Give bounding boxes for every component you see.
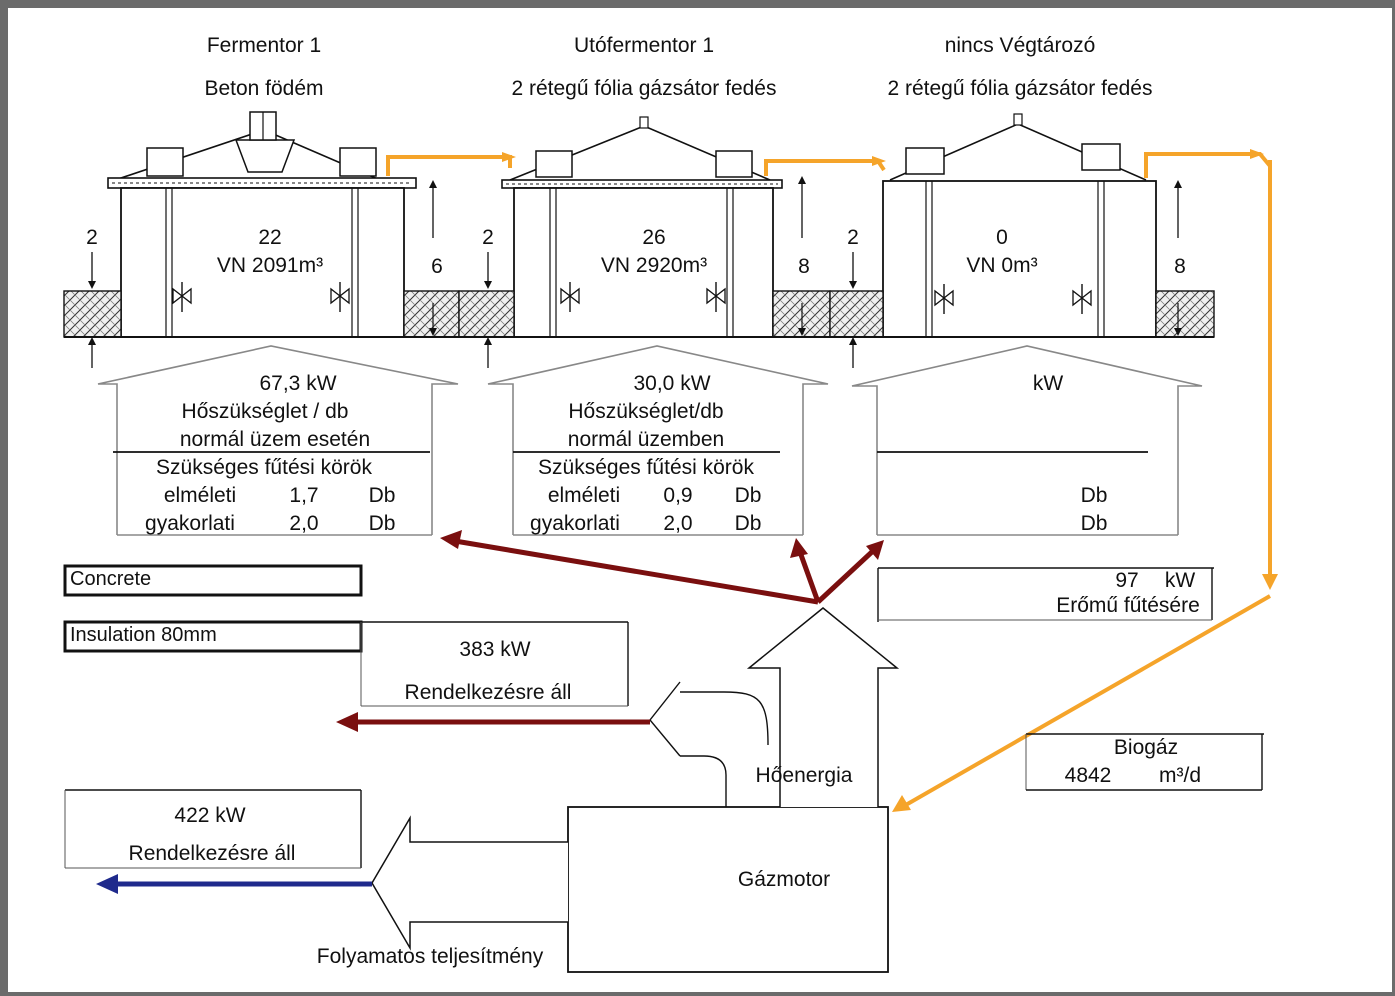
tank-cover: Beton födém bbox=[204, 77, 323, 100]
unit: Db bbox=[1081, 484, 1108, 507]
theoretical-label: elméleti bbox=[164, 484, 236, 507]
heat-line2: normál üzemben bbox=[568, 428, 724, 451]
theoretical-value: 1,7 bbox=[289, 484, 318, 507]
heat-line2: normál üzem esetén bbox=[180, 428, 370, 451]
heat-demand-box-3: kW Db Db bbox=[851, 345, 1203, 536]
heat-demand-box-1: 67,3 kW Hőszükséglet / db normál üzem es… bbox=[97, 345, 459, 536]
gas-engine-box: Gázmotor bbox=[567, 806, 889, 973]
available-heat-value: 383 kW bbox=[459, 638, 530, 661]
legend-insulation-swatch bbox=[63, 620, 363, 653]
gas-flow-arrows bbox=[386, 149, 1278, 812]
electric-output-arrow bbox=[371, 815, 568, 951]
mixer-icon bbox=[934, 284, 954, 314]
available-power-value: 422 kW bbox=[174, 804, 245, 827]
unit: Db bbox=[1081, 512, 1108, 535]
tank-number: 22 bbox=[258, 226, 281, 249]
tank-cover: 2 rétegű fólia gázsátor fedés bbox=[887, 77, 1152, 100]
insulation-block bbox=[829, 290, 884, 338]
foil-roof bbox=[501, 116, 783, 189]
tank-wall bbox=[513, 187, 774, 338]
unit: Db bbox=[735, 512, 762, 535]
right-value: 6 bbox=[431, 255, 443, 278]
mixer-icon bbox=[172, 282, 192, 312]
tank-name: Fermentor 1 bbox=[207, 34, 321, 57]
mixer-icon bbox=[330, 282, 350, 312]
mixer-icon bbox=[560, 282, 580, 312]
tank-utofermentor-1: Utófermentor 1 2 rétegű fólia gázsátor f… bbox=[458, 34, 831, 368]
available-power-label: Rendelkezésre áll bbox=[129, 842, 296, 865]
heat-available-arrows bbox=[649, 681, 769, 807]
plant-heating-box: 97 kW Erőmű fűtésére bbox=[877, 567, 1214, 622]
heat-energy-arrow bbox=[746, 607, 900, 807]
heat-energy-label: Hőenergia bbox=[756, 764, 853, 787]
practical-value: 2,0 bbox=[663, 512, 692, 535]
tank-volume: VN 2091m³ bbox=[217, 254, 323, 277]
legend-insulation: Insulation 80mm bbox=[70, 624, 217, 646]
heat-power: kW bbox=[1033, 372, 1064, 395]
concrete-roof bbox=[107, 111, 417, 189]
available-heat-label: Rendelkezésre áll bbox=[405, 681, 572, 704]
legend-concrete-swatch bbox=[63, 564, 363, 597]
biogas-unit: m³/d bbox=[1159, 764, 1201, 787]
theoretical-value: 0,9 bbox=[663, 484, 692, 507]
theoretical-label: elméleti bbox=[548, 484, 620, 507]
circuits-label: Szükséges fűtési körök bbox=[156, 456, 372, 479]
tank-name: Utófermentor 1 bbox=[574, 34, 714, 57]
insulation-block bbox=[458, 290, 515, 338]
mixer-icon bbox=[1072, 284, 1092, 314]
tank-number: 26 bbox=[642, 226, 665, 249]
tank-volume: VN 2920m³ bbox=[601, 254, 707, 277]
available-heat-box: 383 kW Rendelkezésre áll bbox=[360, 621, 629, 707]
practical-value: 2,0 bbox=[289, 512, 318, 535]
insulation-block bbox=[63, 290, 122, 338]
foil-roof bbox=[889, 113, 1147, 181]
unit: Db bbox=[735, 484, 762, 507]
heat-line1: Hőszükséglet/db bbox=[568, 400, 723, 423]
heat-demand-box-2: 30,0 kW Hőszükséglet/db normál üzemben S… bbox=[487, 345, 829, 536]
mixer-icon bbox=[706, 282, 726, 312]
tank-number: 0 bbox=[996, 226, 1008, 249]
electric-flow-arrow bbox=[96, 874, 372, 894]
heat-power: 67,3 kW bbox=[259, 372, 336, 395]
practical-label: gyakorlati bbox=[530, 512, 620, 535]
right-value: 8 bbox=[798, 255, 810, 278]
left-value: 2 bbox=[86, 226, 98, 249]
heat-power: 30,0 kW bbox=[633, 372, 710, 395]
engine-label: Gázmotor bbox=[738, 868, 830, 891]
left-value: 2 bbox=[482, 226, 494, 249]
biogas-box: Biogáz 4842 m³/d bbox=[1025, 733, 1264, 791]
unit: Db bbox=[369, 484, 396, 507]
tank-name: nincs Végtározó bbox=[945, 34, 1096, 57]
plant-heating-label: Erőmű fűtésére bbox=[1056, 594, 1200, 617]
diagram-frame: Fermentor 1 Beton födém 22 VN 2091m³ bbox=[8, 8, 1392, 992]
biogas-value: 4842 bbox=[1065, 764, 1112, 787]
tank-fermentor-1: Fermentor 1 Beton födém 22 VN 2091m³ bbox=[63, 34, 460, 368]
heat-distribution-arrows bbox=[336, 530, 884, 732]
insulation-block bbox=[403, 290, 460, 338]
insulation-block bbox=[1155, 290, 1215, 338]
tank-volume: VN 0m³ bbox=[966, 254, 1037, 277]
available-power-box: 422 kW Rendelkezésre áll bbox=[64, 789, 362, 869]
heat-line1: Hőszükséglet / db bbox=[182, 400, 349, 423]
plant-heating-value: 97 bbox=[1115, 569, 1138, 592]
right-value: 8 bbox=[1174, 255, 1186, 278]
biogas-plant-diagram: Fermentor 1 Beton födém 22 VN 2091m³ bbox=[63, 34, 1278, 973]
legend-concrete: Concrete bbox=[70, 568, 151, 590]
continuous-label: Folyamatos teljesítmény bbox=[317, 945, 544, 968]
tank-cover: 2 rétegű fólia gázsátor fedés bbox=[511, 77, 776, 100]
practical-label: gyakorlati bbox=[145, 512, 235, 535]
biogas-label: Biogáz bbox=[1114, 736, 1178, 759]
left-value: 2 bbox=[847, 226, 859, 249]
circuits-label: Szükséges fűtési körök bbox=[538, 456, 754, 479]
tank-wall bbox=[882, 180, 1157, 338]
tank-wall bbox=[120, 187, 405, 338]
legend: Concrete Insulation 80mm bbox=[63, 564, 363, 653]
unit: Db bbox=[369, 512, 396, 535]
tank-vegtarozo: nincs Végtározó 2 rétegű fólia gázsátor … bbox=[829, 34, 1215, 368]
plant-heating-unit: kW bbox=[1165, 569, 1196, 592]
